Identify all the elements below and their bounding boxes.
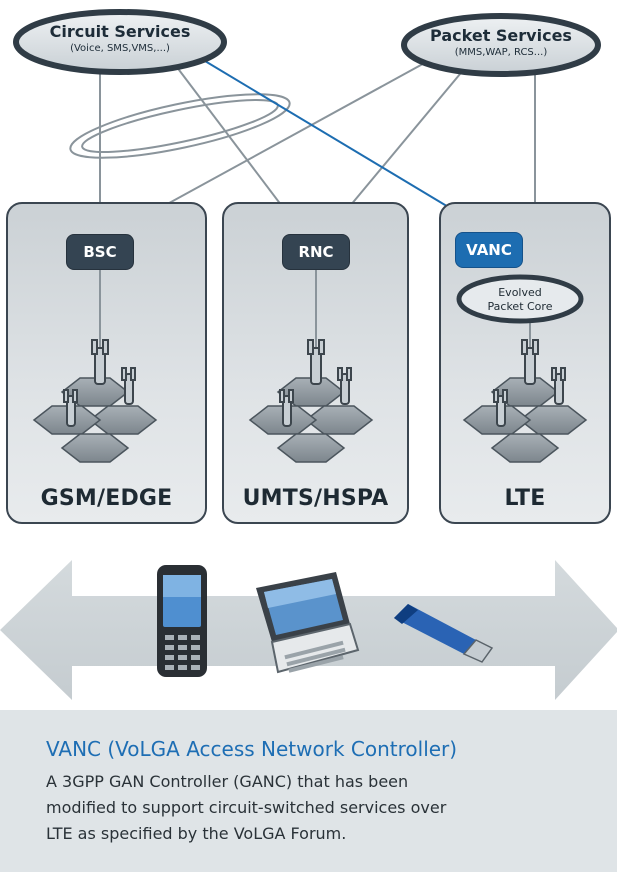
info-line-1: A 3GPP GAN Controller (GANC) that has be… bbox=[46, 772, 409, 791]
evolved-packet-core-ellipse bbox=[456, 274, 584, 324]
vanc-link bbox=[199, 57, 481, 227]
cell-cluster-umts bbox=[248, 377, 374, 463]
umts-hspa-label: UMTS/HSPA bbox=[242, 486, 389, 511]
bsc-controller: BSC bbox=[66, 234, 134, 270]
packet-services-title: Packet Services bbox=[430, 26, 572, 45]
mobile-phone-icon bbox=[157, 565, 207, 677]
rnc-controller: RNC bbox=[282, 234, 350, 270]
vanc-controller: VANC bbox=[455, 232, 523, 268]
packet-services-subtitle: (MMS,WAP, RCS...) bbox=[454, 47, 548, 58]
info-box bbox=[0, 710, 617, 872]
circuit-services-subtitle: (Voice, SMS,VMS,...) bbox=[70, 43, 170, 54]
cell-cluster-gsm bbox=[32, 377, 158, 463]
evolved-packet-core-label: Evolved Packet Core bbox=[487, 286, 553, 313]
info-line-3: LTE as specified by the VoLGA Forum. bbox=[46, 824, 347, 843]
gsm-edge-label: GSM/EDGE bbox=[40, 486, 173, 511]
laptop-icon bbox=[256, 572, 360, 674]
circuit-services-cloud bbox=[13, 9, 227, 75]
lte-label: LTE bbox=[504, 486, 546, 511]
info-description: A 3GPP GAN Controller (GANC) that has be… bbox=[46, 769, 586, 847]
usb-modem-icon bbox=[394, 604, 494, 663]
info-line-2: modified to support circuit-switched ser… bbox=[46, 798, 447, 817]
info-title: VANC (VoLGA Access Network Controller) bbox=[46, 737, 458, 761]
circuit-services-title: Circuit Services bbox=[49, 22, 191, 41]
service-links bbox=[69, 57, 536, 231]
cell-tower-icon bbox=[63, 339, 566, 427]
cell-cluster-lte bbox=[462, 377, 588, 463]
packet-services-cloud bbox=[401, 13, 601, 77]
